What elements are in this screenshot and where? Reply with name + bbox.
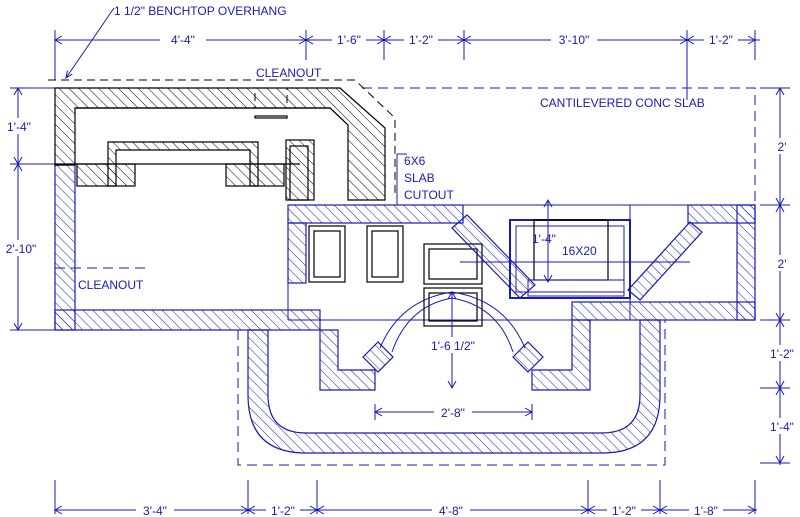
dim-right-2: 2' [778,257,787,271]
dim-left-1: 1'-4" [7,120,31,134]
dim-right-3: 1'-2" [770,347,794,361]
dim-right-4: 1'-4" [770,420,794,434]
dim-left-2: 2'-10" [6,242,37,256]
dim-bottom-1: 3'-4" [143,504,167,517]
dim-top-3: 1'-2" [409,33,433,47]
dim-bottom-4: 1'-2" [612,504,636,517]
arch-opening [362,291,544,373]
dim-inner-vertical-2: 1'-6 1/2" [431,339,475,353]
dim-inner-vertical-1: 1'-4" [532,232,556,246]
svg-text:6X6: 6X6 [404,154,426,168]
svg-text:SLAB: SLAB [404,171,435,185]
box-16x20-label: 16X20 [562,244,597,258]
cleanout-left-label: CLEANOUT [78,278,144,292]
dim-right-1: 2' [778,140,787,154]
dim-top-2: 1'-6" [337,33,361,47]
overhang-note: 1 1/2" BENCHTOP OVERHANG [114,4,287,18]
cleanout-top-label: CLEANOUT [256,66,322,80]
dim-bottom-5: 1'-8" [694,504,718,517]
slab-cutout-label: 6X6 SLAB CUTOUT [396,153,454,205]
dim-bottom-3: 4'-8" [439,504,463,517]
sink-frame [107,115,309,201]
vent-boxes [308,225,483,327]
bottom-firebox-walls [247,319,661,454]
box-16x20 [460,198,690,299]
dim-top-4: 3'-10" [559,33,590,47]
dim-top-5: 1'-2" [709,33,733,47]
right-enclosure-walls [451,204,756,321]
dim-top-1: 4'-4" [171,33,195,47]
dim-bottom-2: 1'-2" [271,504,295,517]
cantilevered-label: CANTILEVERED CONC SLAB [540,96,705,110]
left-enclosure-walls [54,164,464,331]
svg-text:CUTOUT: CUTOUT [404,188,454,202]
dim-inner-horizontal: 2'-8" [441,406,465,420]
cleanout-cabinet [54,87,386,201]
